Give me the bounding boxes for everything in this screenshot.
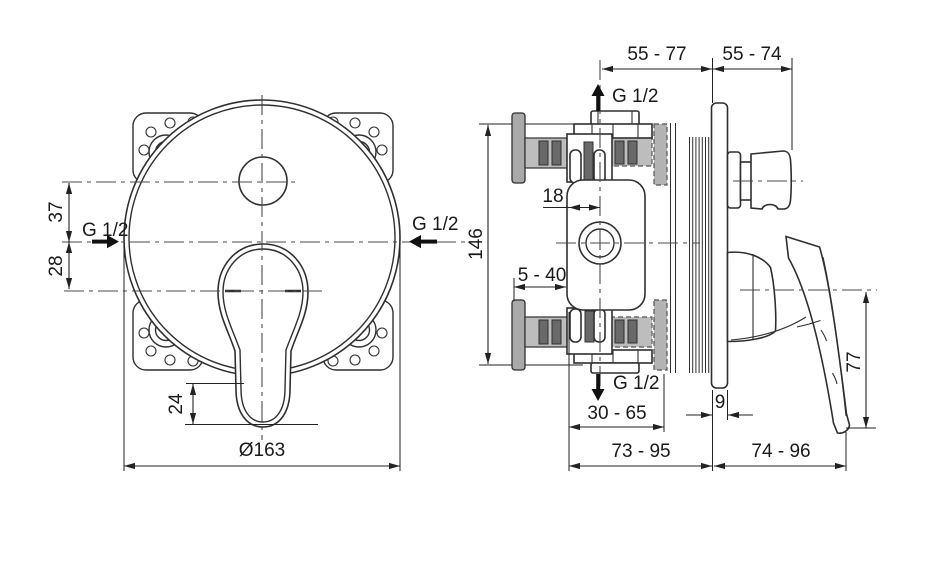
max-wall-bar-top [653,123,668,186]
thread-label-top: G 1/2 [612,86,658,107]
dim-wall-range-label: 5 - 40 [518,265,567,286]
wall-section-hatch [689,137,710,373]
trim-sleeve-lines [670,123,676,373]
dim-handle-offset-label: 28 [46,255,67,276]
top-connector [566,133,613,184]
max-wall-bar-bottom [653,299,668,371]
diverter-knob-side [726,150,793,210]
dim-rough-in-depth-label: 55 - 77 [627,44,686,65]
dim-plate-diameter-label: Ø163 [239,440,285,461]
dim-projection-total-label: 74 - 96 [751,441,810,462]
bottom-connector [566,307,613,355]
thread-label-left: G 1/2 [82,220,128,241]
supply-pipe-top [511,112,653,184]
dim-button-offset-label: 37 [46,201,67,222]
dim-lever-drop-label: 77 [844,351,865,372]
dim-depth-total-label: 73 - 95 [611,441,670,462]
dim-trim-projection-label: 55 - 74 [722,44,782,65]
side-view: G 1/2 G 1/2 55 - 77 55 - 74 146 18 5 - 4… [466,44,877,471]
supply-pipe-bottom [511,299,653,371]
thread-label-bottom: G 1/2 [613,373,659,394]
lever-handle-side [726,235,851,434]
dim-plate-thickness-label: 9 [715,392,726,413]
flow-arrow-down-icon [591,374,605,401]
dim-lever-tip-label: 24 [166,393,187,415]
dim-port-offset-label: 18 [542,186,563,207]
wall-plate-side [710,102,729,389]
front-view: 37 28 G 1/2 G 1/2 24 Ø163 [46,95,472,471]
diverter-button [238,156,288,206]
dim-depth-range-label: 30 - 65 [587,403,646,424]
flow-arrow-right-icon [409,235,437,249]
lever-handle-front [217,243,309,428]
thread-label-right: G 1/2 [412,214,458,235]
flow-arrow-left-icon [92,235,119,249]
dim-body-height-label: 146 [466,228,487,260]
flow-arrow-up-icon [591,84,605,111]
